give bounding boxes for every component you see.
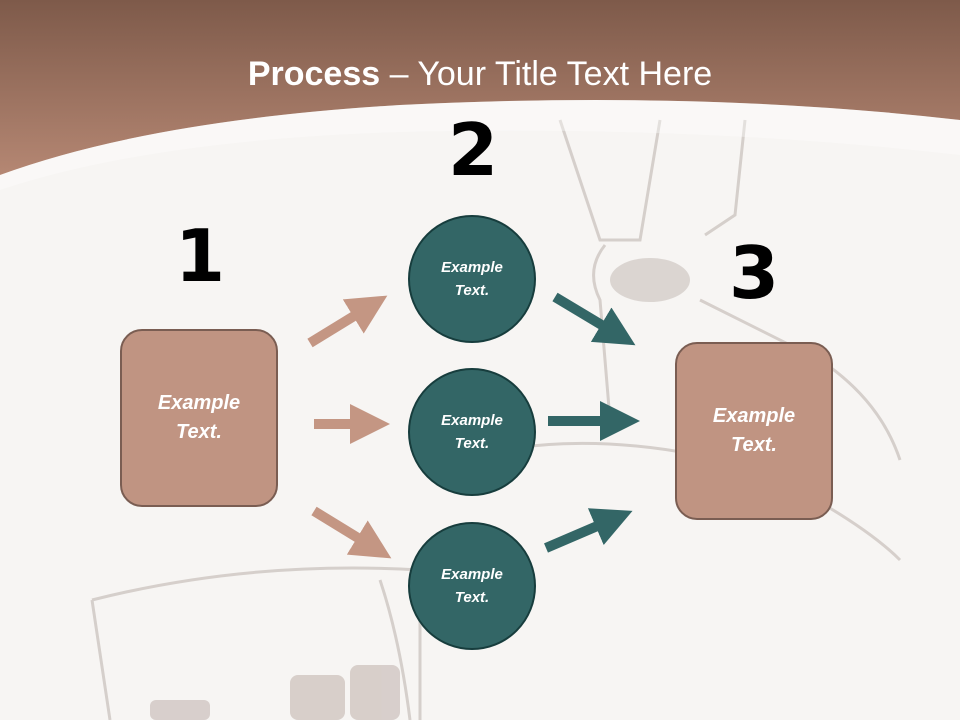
title-rest: – Your Title Text Here (380, 55, 713, 93)
arrow-left-up (307, 295, 388, 348)
circle-bottom: Example Text. (408, 522, 536, 650)
circle-top: Example Text. (408, 215, 536, 343)
step-number-1: 1 (174, 214, 226, 298)
arrow-left-down (311, 506, 392, 559)
arrow-right-down (544, 508, 633, 553)
circle-bottom-text: Example Text. (441, 566, 503, 606)
left-box: Example Text. (120, 329, 278, 507)
header-ribbon (0, 100, 960, 190)
circle-top-text: Example Text. (441, 259, 503, 299)
background-ice (150, 665, 400, 720)
circle-middle-text: Example Text. (441, 412, 503, 452)
right-box-text: Example Text. (712, 405, 796, 456)
right-box: Example Text. (675, 342, 833, 520)
slide-title: Process – Your Title Text Here (0, 52, 960, 96)
step-number-2: 2 (447, 108, 499, 192)
left-box-text: Example Text. (157, 392, 241, 443)
circle-middle: Example Text. (408, 368, 536, 496)
arrow-right-up (552, 292, 636, 346)
title-bold: Process (247, 55, 381, 93)
step-number-3: 3 (728, 231, 780, 315)
header-band (0, 0, 960, 175)
